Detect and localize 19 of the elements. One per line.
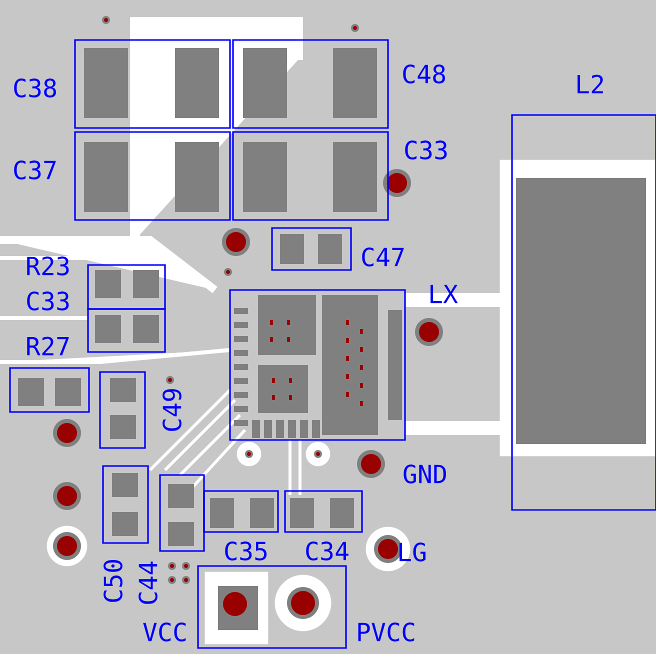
component-label: C50: [104, 560, 122, 602]
component-label: PVCC: [358, 622, 414, 642]
component-label: C34: [306, 542, 348, 560]
component-label: C47: [362, 248, 404, 266]
component-label: C44: [138, 562, 158, 604]
component-label: C38: [14, 78, 56, 98]
component-label: LX: [430, 284, 458, 304]
component-label: GND: [404, 464, 446, 484]
component-label: L2: [578, 74, 603, 94]
component-label: C35: [225, 542, 267, 560]
component-label: C33: [27, 292, 69, 310]
component-label: C49: [162, 389, 182, 431]
component-label: R23: [27, 256, 69, 276]
component-label: LG: [400, 542, 426, 562]
component-label: R27: [27, 336, 69, 356]
component-label: C37: [14, 160, 56, 180]
component-label: VCC: [143, 622, 186, 642]
component-label: C33: [405, 140, 447, 160]
component-label: C48: [403, 64, 445, 84]
